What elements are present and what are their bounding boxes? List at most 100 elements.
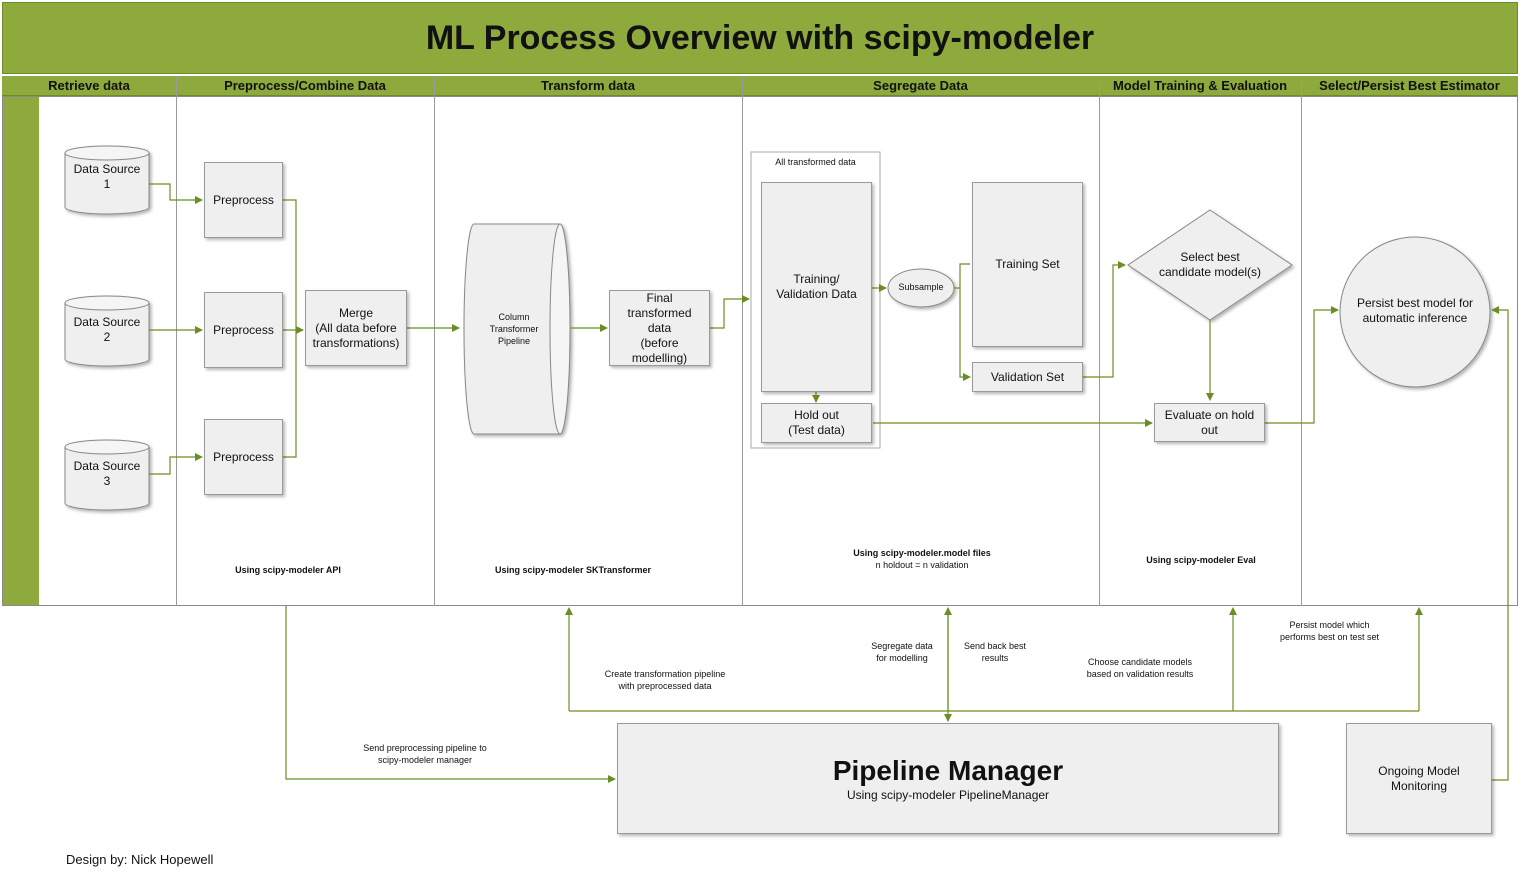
preprocess-box-3: Preprocess (204, 419, 283, 495)
select-best-label: Select best candidate model(s) (1140, 250, 1280, 280)
preprocess-box-2: Preprocess (204, 292, 283, 368)
column-transformer-cylinder (463, 223, 571, 435)
left-accent-bar (2, 96, 39, 606)
lane-divider (176, 76, 177, 606)
pipeline-manager-box: Pipeline Manager Using scipy-modeler Pip… (617, 723, 1279, 834)
flow-note-persist-2: performs best on test set (1279, 632, 1380, 642)
data-source-2: Data Source 2 (65, 315, 149, 345)
swimlane-frame (2, 96, 1518, 606)
train-val-line1: Training/ (793, 272, 840, 286)
final-data-line5: modelling) (631, 350, 688, 365)
flow-note-send-preproc-1: Send preprocessing pipeline to (363, 743, 487, 753)
merge-line3: transformations) (312, 335, 400, 350)
lane-title-training: Model Training & Evaluation (1112, 78, 1288, 93)
flow-note-send-preproc: Send preprocessing pipeline to scipy-mod… (340, 742, 510, 766)
final-data-line3: data (647, 320, 672, 335)
flow-note-choose-1: Choose candidate models (1087, 657, 1193, 667)
merge-line1: Merge (338, 305, 373, 320)
flow-note-send-back: Send back best results (955, 640, 1035, 664)
data-source-3-line2: 3 (103, 474, 111, 488)
training-validation-box: Training/ Validation Data (761, 182, 872, 392)
design-credit: Design by: Nick Hopewell (66, 852, 214, 867)
column-transformer-label: Column Transformer Pipeline (470, 311, 558, 347)
arrow-subsample-sets (954, 263, 970, 377)
lane-title-transform: Transform data (541, 78, 635, 93)
data-source-2-line1: Data Source (73, 315, 141, 329)
lane-header-strip (2, 76, 1518, 96)
arrow-preprocess-merge (283, 199, 303, 458)
flow-note-send-back-1: Send back best (963, 641, 1027, 651)
column-transformer-line1: Column (498, 312, 530, 322)
persist-line2: automatic inference (1362, 311, 1468, 325)
train-val-line2: Validation Data (776, 287, 857, 301)
lane-title-persist: Select/Persist Best Estimator (1319, 78, 1500, 93)
evaluate-box: Evaluate on hold out (1154, 403, 1265, 442)
pipeline-manager-subtitle: Using scipy-modeler PipelineManager (846, 788, 1050, 802)
flow-note-create-transform-2: with preprocessed data (618, 681, 712, 691)
data-source-1-line2: 1 (103, 177, 111, 191)
subsample-label: Subsample (898, 282, 944, 292)
data-source-cylinder-1 (64, 145, 150, 215)
holdout-line2: (Test data) (788, 423, 845, 437)
merge-box: Merge (All data before transformations) (305, 290, 407, 366)
lane-divider (1301, 76, 1302, 606)
pipeline-manager-title: Pipeline Manager (832, 755, 1064, 786)
note-sktransformer: Using scipy-modeler SKTransformer (494, 565, 652, 575)
training-set-box: Training Set (972, 182, 1083, 347)
validation-set-box: Validation Set (972, 362, 1083, 392)
flow-note-segregate-2: for modelling (876, 653, 928, 663)
select-best-line2: candidate model(s) (1158, 265, 1262, 279)
monitoring-box: Ongoing Model Monitoring (1346, 723, 1492, 834)
all-transformed-label: All transformed data (775, 157, 856, 167)
flow-note-persist: Persist model which performs best on tes… (1262, 619, 1397, 643)
note-model-files-2: n holdout = n validation (875, 560, 969, 570)
note-eval: Using scipy-modeler Eval (1146, 555, 1256, 565)
column-transformer-line3: Pipeline (497, 336, 531, 346)
column-transformer-line2: Transformer (489, 324, 539, 334)
holdout-line1: Hold out (794, 408, 839, 422)
arrow-final-segregate (710, 295, 750, 329)
flow-note-choose: Choose candidate models based on validat… (1070, 656, 1210, 680)
persist-line1: Persist best model for (1356, 296, 1474, 310)
data-source-3-line1: Data Source (73, 459, 141, 473)
title-banner: ML Process Overview with scipy-modeler (2, 2, 1518, 74)
flow-note-persist-1: Persist model which (1289, 620, 1370, 630)
data-source-1: Data Source 1 (65, 162, 149, 192)
select-best-line1: Select best (1180, 250, 1240, 264)
lane-title-retrieve: Retrieve data (48, 78, 130, 93)
arrow-source3-preprocess (149, 453, 203, 475)
data-source-1-line1: Data Source (73, 162, 141, 176)
data-source-3: Data Source 3 (65, 459, 149, 489)
note-model-files: Using scipy-modeler.model files n holdou… (772, 547, 1072, 571)
lane-title-segregate: Segregate Data (873, 78, 968, 93)
data-source-2-line2: 2 (103, 330, 111, 344)
lane-divider (1099, 76, 1100, 606)
flow-note-choose-2: based on validation results (1086, 669, 1194, 679)
note-model-files-1: Using scipy-modeler.model files (853, 548, 991, 558)
persist-circle (1339, 236, 1491, 388)
flow-note-send-back-2: results (981, 653, 1009, 663)
flow-note-segregate: Segregate data for modelling (858, 640, 946, 664)
lane-title-preprocess: Preprocess/Combine Data (224, 78, 386, 93)
arrow-evaluate-persist (1265, 306, 1339, 424)
final-data-line2: transformed (627, 305, 692, 320)
monitoring-line1: Ongoing Model (1378, 763, 1460, 778)
persist-label: Persist best model for automatic inferen… (1345, 296, 1485, 326)
monitoring-line2: Monitoring (1390, 778, 1448, 793)
flow-note-send-preproc-2: scipy-modeler manager (377, 755, 473, 765)
evaluate-line1: Evaluate on hold (1164, 407, 1255, 422)
flow-note-create-transform-1: Create transformation pipeline (604, 669, 726, 679)
final-data-line1: Final (646, 290, 673, 305)
arrow-monitoring-persist (1491, 306, 1509, 781)
lane-divider (742, 76, 743, 606)
arrow-validation-select (1083, 261, 1126, 378)
holdout-box: Hold out (Test data) (761, 403, 872, 443)
lane-divider (434, 76, 435, 606)
diagram-title: ML Process Overview with scipy-modeler (425, 18, 1095, 57)
merge-line2: (All data before (315, 320, 397, 335)
data-source-cylinder-2 (64, 295, 150, 367)
evaluate-line2: out (1201, 422, 1218, 437)
preprocess-box-1: Preprocess (204, 162, 283, 238)
arrow-preproc-manager (285, 606, 616, 783)
arrow-source1-preprocess (149, 183, 203, 204)
